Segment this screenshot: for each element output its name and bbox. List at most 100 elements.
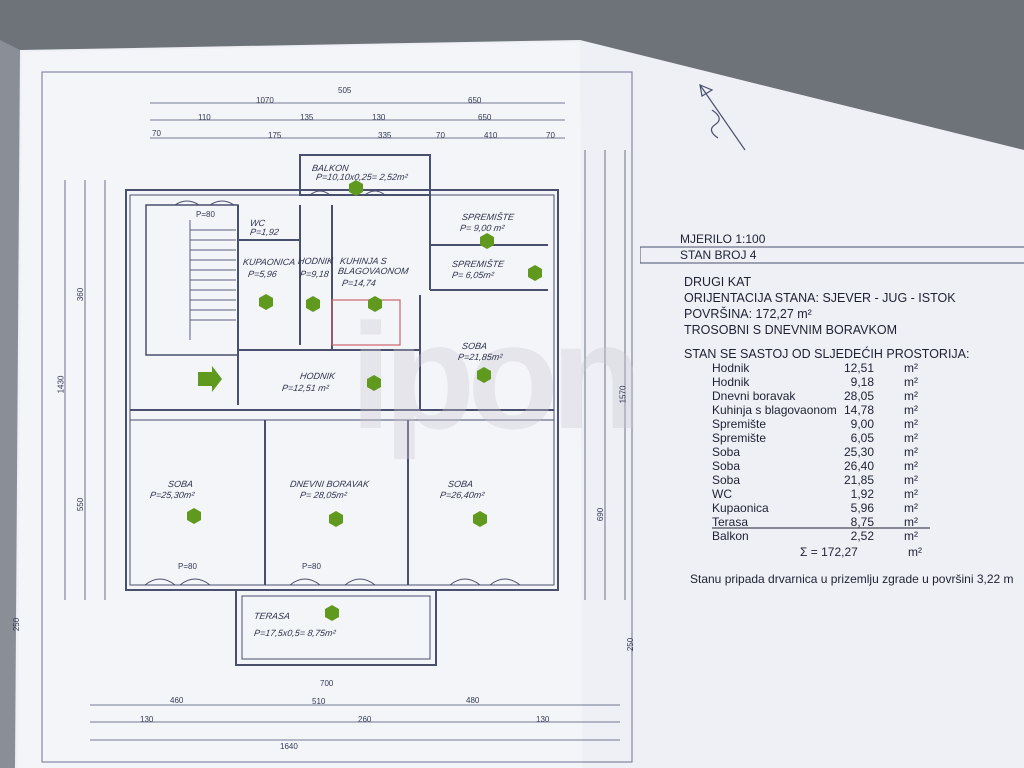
orientation-label: ORIJENTACIJA STANA: SJEVER - JUG - ISTOK bbox=[684, 291, 956, 305]
room-unit: m² bbox=[904, 431, 918, 445]
dimension-label: 130 bbox=[536, 715, 550, 724]
flat-number: STAN BROJ 4 bbox=[680, 248, 757, 262]
room-label-kupaonica: KUPAONICA bbox=[242, 257, 297, 267]
watermark: ipon bbox=[350, 292, 643, 460]
room-area: 9,00 bbox=[850, 417, 874, 431]
dimension-label: 135 bbox=[300, 113, 314, 122]
room-name: Dnevni boravak bbox=[712, 389, 796, 403]
room-unit: m² bbox=[904, 459, 918, 473]
room-unit: m² bbox=[904, 361, 918, 375]
dimension-label: 480 bbox=[466, 696, 480, 705]
room-name: Spremište bbox=[712, 431, 767, 445]
dimension-label: 130 bbox=[372, 113, 386, 122]
room-label-spremiste: SPREMIŠTE bbox=[451, 259, 505, 269]
room-unit: m² bbox=[904, 515, 918, 529]
room-area-spremiste: P= 9,00 m² bbox=[459, 223, 505, 233]
room-row: Hodnik 12,51 m² bbox=[712, 361, 932, 375]
total-unit: m² bbox=[908, 545, 922, 559]
room-unit: m² bbox=[904, 501, 918, 515]
room-marker-icon bbox=[349, 180, 363, 196]
room-marker-icon bbox=[187, 508, 201, 524]
room-area: 12,51 bbox=[843, 361, 874, 375]
room-unit: m² bbox=[904, 403, 918, 417]
room-area-soba: P=26,40m² bbox=[439, 490, 485, 500]
dimension-label: 175 bbox=[268, 131, 282, 140]
dimension-label: 460 bbox=[170, 696, 184, 705]
total-area: Σ = 172,27 bbox=[800, 545, 858, 559]
dimension-label: 335 bbox=[378, 131, 392, 140]
dimension-label: 1070 bbox=[256, 96, 274, 105]
room-name: Soba bbox=[712, 445, 741, 459]
room-area-kuhinja: P=14,74 bbox=[341, 278, 377, 288]
room-area: 26,40 bbox=[843, 459, 874, 473]
room-area: 9,18 bbox=[850, 375, 874, 389]
panel-frame bbox=[640, 246, 1024, 529]
room-marker-icon bbox=[325, 605, 339, 621]
room-label-hodnik: HODNIK bbox=[297, 256, 334, 266]
room-area-soba: P=25,30m² bbox=[149, 490, 195, 500]
apartment-info-panel: MJERILO 1:100 STAN BROJ 4 DRUGI KAT ORIJ… bbox=[640, 215, 1024, 615]
room-marker-icon bbox=[329, 511, 343, 527]
dimension-label: 70 bbox=[546, 131, 555, 140]
room-row: Soba 25,30 m² bbox=[712, 445, 932, 459]
room-label-spremiste: SPREMIŠTE bbox=[461, 212, 515, 222]
dimension-label: 1640 bbox=[280, 742, 298, 751]
room-area: 2,52 bbox=[850, 529, 874, 543]
room-unit: m² bbox=[904, 529, 918, 543]
room-marker-icon bbox=[480, 233, 494, 249]
room-area: 5,96 bbox=[850, 501, 874, 515]
dimension-label: 70 bbox=[436, 131, 445, 140]
dimension-label: P=80 bbox=[178, 562, 197, 571]
dimension-label: 1570 bbox=[618, 385, 628, 404]
room-name: Soba bbox=[712, 459, 741, 473]
storage-note: Stanu pripada drvarnica u prizemlju zgra… bbox=[690, 572, 1014, 586]
dimension-label: 650 bbox=[478, 113, 492, 122]
room-marker-icon bbox=[528, 265, 542, 281]
dimension-label: 70 bbox=[152, 129, 161, 138]
dimension-label: 510 bbox=[312, 697, 326, 706]
dimension-label: 505 bbox=[338, 86, 352, 95]
room-name: Terasa bbox=[712, 515, 749, 529]
room-area: 25,30 bbox=[843, 445, 874, 459]
room-unit: m² bbox=[904, 375, 918, 389]
dimension-label: 650 bbox=[468, 96, 482, 105]
dimension-label: P=80 bbox=[196, 210, 215, 219]
room-marker-icon bbox=[473, 511, 487, 527]
room-area: 28,05 bbox=[843, 389, 874, 403]
dimension-label: P=80 bbox=[302, 562, 321, 571]
dimension-label: 250 bbox=[626, 637, 636, 652]
room-name: Hodnik bbox=[712, 361, 750, 375]
room-area-kupaonica: P=5,96 bbox=[247, 269, 278, 279]
dimension-label: 410 bbox=[484, 131, 498, 140]
room-label-soba: SOBA bbox=[461, 341, 488, 351]
room-marker-icon bbox=[368, 296, 382, 312]
room-area: 21,85 bbox=[843, 473, 874, 487]
room-area-spremiste: P= 6,05m² bbox=[451, 270, 495, 280]
room-unit: m² bbox=[904, 487, 918, 501]
room-name: Spremište bbox=[712, 417, 767, 431]
room-area-soba: P=21,85m² bbox=[457, 352, 503, 362]
room-unit: m² bbox=[904, 473, 918, 487]
dimension-label: 360 bbox=[76, 287, 86, 302]
room-area-wc: P=1,92 bbox=[249, 227, 280, 237]
dimension-label: 110 bbox=[198, 113, 211, 122]
floor-label: DRUGI KAT bbox=[684, 275, 752, 289]
dimension-label: 700 bbox=[320, 679, 334, 688]
dimension-label: 130 bbox=[140, 715, 154, 724]
room-name: WC bbox=[712, 487, 732, 501]
room-marker-icon bbox=[259, 294, 273, 310]
room-area: 1,92 bbox=[850, 487, 874, 501]
room-label-soba: SOBA bbox=[447, 479, 474, 489]
room-unit: m² bbox=[904, 445, 918, 459]
room-name: Kuhinja s blagovaonom bbox=[712, 403, 837, 417]
room-area-hodnik: P=9,18 bbox=[299, 269, 330, 279]
dimension-label: 250 bbox=[12, 617, 22, 632]
room-row: WC 1,92 m² bbox=[712, 487, 932, 501]
